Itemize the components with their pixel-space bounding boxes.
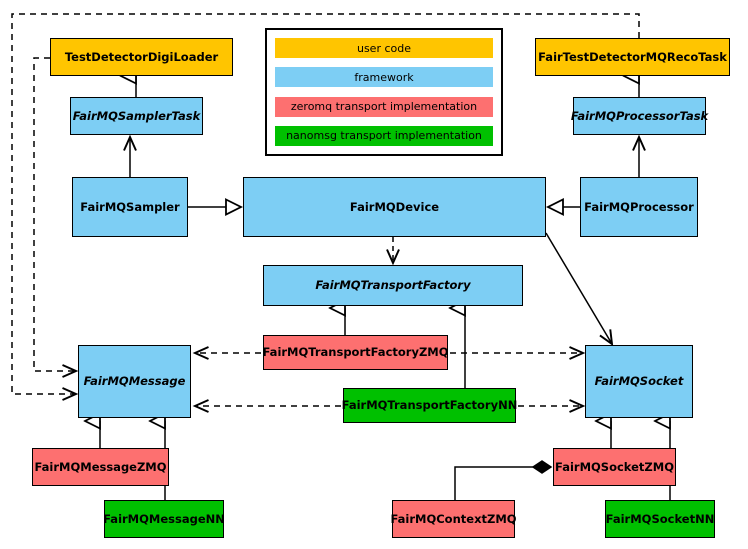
edge-contextzmq-socketzmq [454,460,553,500]
legend-panel: user code framework zeromq transport imp… [265,28,503,156]
legend-item-framework: framework [275,67,493,88]
class-box-FairMQSocketNN[interactable]: FairMQSocketNN [605,500,715,538]
class-box-FairMQTransportFactory[interactable]: FairMQTransportFactory [263,265,523,306]
class-box-label: FairMQProcessorTask [570,108,709,123]
legend-label-user-code: user code [356,41,412,55]
legend-label-framework: framework [354,70,414,84]
class-box-label: FairMQContextZMQ [390,511,517,526]
class-box-FairMQTransportFactoryNN[interactable]: FairMQTransportFactoryNN [341,388,518,423]
class-box-FairMQProcessorTask[interactable]: FairMQProcessorTask [570,97,709,135]
class-box-label: FairMQTransportFactoryZMQ [262,345,449,360]
class-box-label: FairTestDetectorMQRecoTask [538,49,727,64]
legend-item-nanomsg: nanomsg transport implementation [275,125,493,146]
class-box-label: FairMQDevice [349,199,440,214]
legend-label-zeromq: zeromq transport implementation [290,100,478,114]
class-box-FairMQSamplerTask[interactable]: FairMQSamplerTask [70,97,203,135]
class-box-FairMQMessageNN[interactable]: FairMQMessageNN [103,500,225,538]
class-box-FairMQMessage[interactable]: FairMQMessage [78,345,191,418]
legend-item-zeromq: zeromq transport implementation [275,96,493,117]
class-box-label: FairMQTransportFactory [315,278,471,293]
class-box-label: FairMQMessageNN [103,511,225,526]
class-box-FairMQTransportFactoryZMQ[interactable]: FairMQTransportFactoryZMQ [262,335,449,370]
class-box-label: FairMQSampler [80,199,180,214]
class-box-FairMQDevice[interactable]: FairMQDevice [243,177,546,237]
class-box-label: FairMQMessage [83,374,186,389]
class-box-FairMQProcessor[interactable]: FairMQProcessor [580,177,698,237]
legend-label-nanomsg: nanomsg transport implementation [286,129,482,143]
class-box-label: TestDetectorDigiLoader [64,49,219,64]
class-box-TestDetectorDigiLoader[interactable]: TestDetectorDigiLoader [50,38,233,76]
class-box-label: FairMQMessageZMQ [34,459,167,474]
class-box-FairMQSampler[interactable]: FairMQSampler [72,177,188,237]
class-box-FairMQSocketZMQ[interactable]: FairMQSocketZMQ [553,448,676,486]
edge-device-socket [545,232,614,347]
class-box-FairMQContextZMQ[interactable]: FairMQContextZMQ [390,500,517,538]
class-box-FairMQMessageZMQ[interactable]: FairMQMessageZMQ [32,448,169,486]
class-box-FairTestDetectorMQRecoTask[interactable]: FairTestDetectorMQRecoTask [535,38,730,76]
legend-item-user-code: user code [275,38,493,58]
edge-recotask-message [11,13,640,401]
class-box-label: FairMQSocketZMQ [555,459,674,474]
class-box-label: FairMQTransportFactoryNN [341,398,518,413]
class-box-FairMQSocket[interactable]: FairMQSocket [585,345,693,418]
class-box-label: FairMQSamplerTask [72,108,201,123]
class-box-label: FairMQSocketNN [605,511,715,526]
class-box-label: FairMQSocket [594,374,684,389]
class-box-label: FairMQProcessor [584,199,694,214]
